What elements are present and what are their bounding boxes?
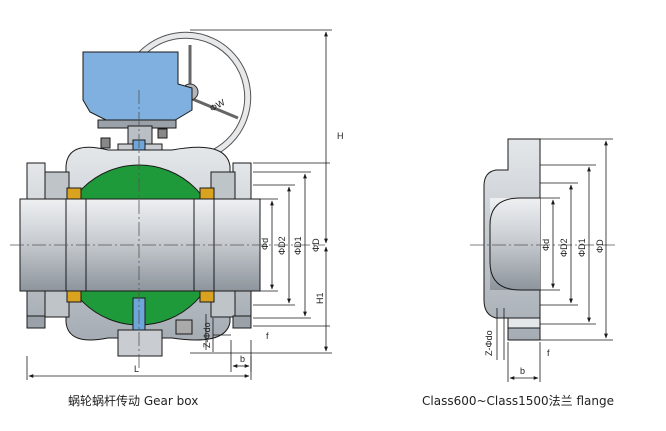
left-dimensions [26, 29, 332, 380]
right-dimensions [496, 138, 613, 382]
label-f: f [266, 331, 269, 341]
label-phi-d-large: ΦD [311, 238, 321, 252]
ball-valve [10, 31, 325, 370]
label-phi-d2: ΦD2 [277, 236, 287, 255]
gearbox-bolt-icon [100, 128, 168, 149]
right-label-phi-d2: ΦD2 [559, 238, 569, 257]
label-h1: H1 [315, 292, 325, 304]
right-dimension-labels: Φd ΦD2 ΦD1 ΦD Z-Φdo f b [484, 238, 605, 376]
label-z-phi-do: Z-Φdo [202, 322, 212, 348]
gear-box [82, 51, 193, 123]
caption-flange: Class600~Class1500法兰 flange [422, 394, 614, 408]
right-label-phi-d-small: Φd [541, 239, 551, 251]
right-label-b: b [520, 366, 525, 376]
label-phi-d-small: Φd [260, 238, 270, 250]
label-phi-d1: ΦD1 [293, 236, 303, 255]
flange-detail [470, 138, 615, 341]
label-l: L [134, 364, 139, 374]
right-label-phi-d1: ΦD1 [577, 238, 587, 257]
caption-gear-box: 蜗轮蜗杆传动 Gear box [68, 393, 198, 408]
right-label-phi-d-large: ΦD [595, 239, 605, 253]
right-label-f: f [547, 348, 550, 358]
label-b: b [240, 354, 245, 364]
label-h: H [337, 131, 344, 141]
right-label-z-phi-do: Z-Φdo [484, 330, 494, 356]
